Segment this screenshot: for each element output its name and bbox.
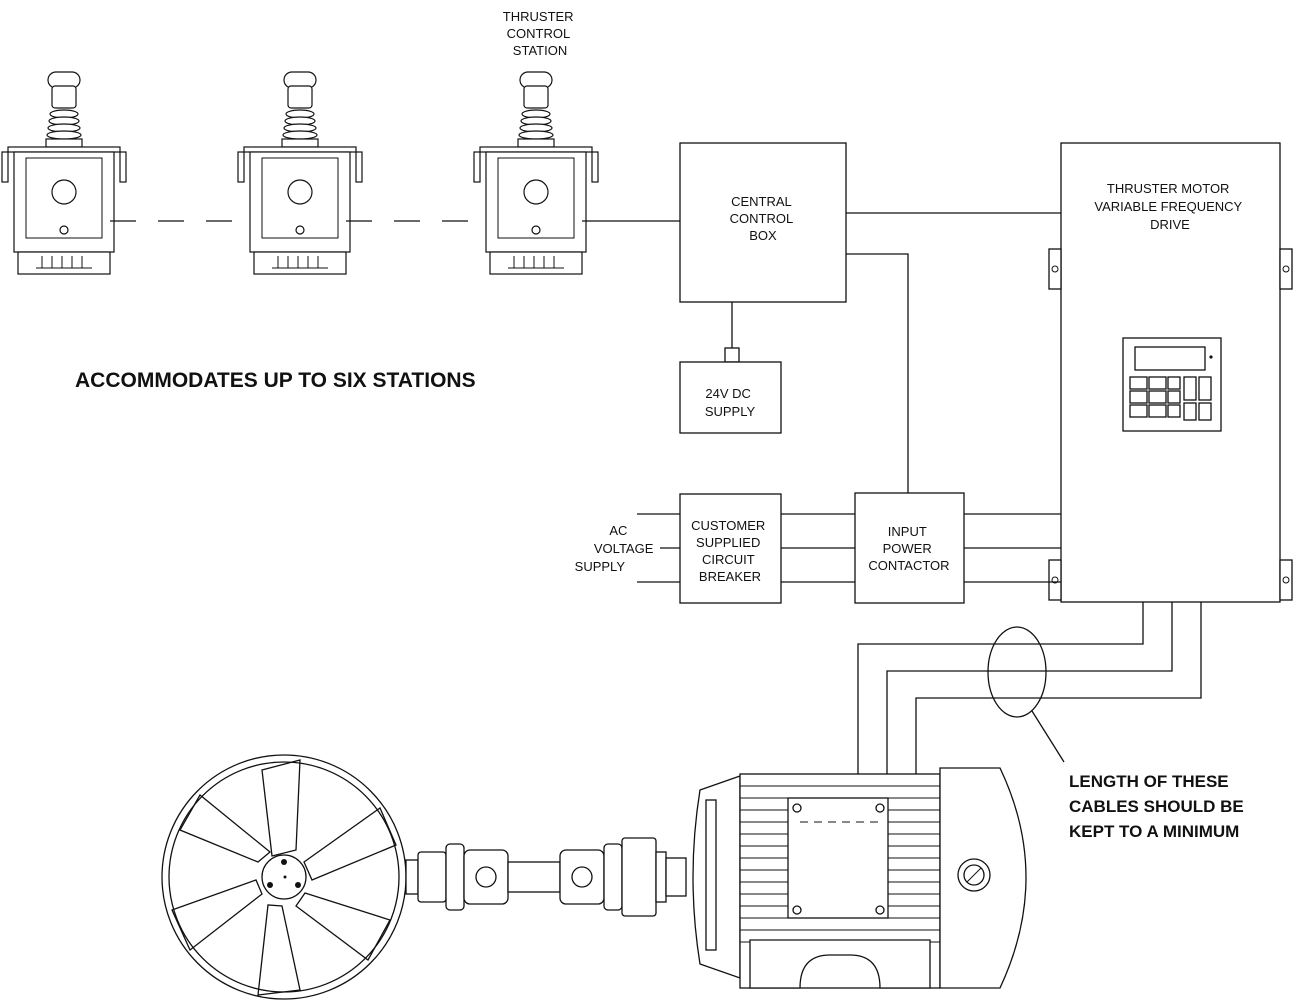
ac-supply-label: AC VOLTAGE SUPPLY (575, 523, 657, 574)
motor-cable-1 (857, 602, 1144, 775)
breaker-label: CUSTOMER SUPPLIED CIRCUIT BREAKER (691, 518, 769, 584)
mount-tab (1048, 559, 1062, 601)
joystick-station-ghost-2 (237, 71, 363, 275)
mount-tab (1279, 559, 1293, 601)
joystick-station-icon (473, 71, 599, 275)
vfd-label: THRUSTER MOTOR VARIABLE FREQUENCY DRIVE (1094, 181, 1245, 232)
contactor-label: INPUT POWER CONTACTOR (868, 524, 949, 573)
central-box-label: CENTRAL CONTROL BOX (730, 194, 797, 243)
electric-motor-icon (692, 767, 1027, 989)
drive-shaft-icon (417, 837, 687, 917)
dc-supply-label: 24V DC SUPPLY (705, 386, 756, 419)
accommodates-label: ACCOMMODATES UP TO SIX STATIONS (75, 369, 476, 392)
motor-cable-3 (915, 602, 1202, 775)
keypad-icon (1122, 337, 1222, 432)
cable-note-label: LENGTH OF THESE CABLES SHOULD BE KEPT TO… (1069, 772, 1248, 841)
dc-supply-terminal (724, 347, 740, 363)
mount-tab (1048, 248, 1062, 290)
circuit-breaker-box (679, 493, 782, 604)
dc-supply-box (679, 361, 782, 434)
motor-cable-2 (886, 602, 1173, 775)
thruster-station-label: THRUSTER CONTROL STATION (503, 9, 577, 58)
input-power-contactor-box (854, 492, 965, 604)
central-control-box (679, 142, 847, 303)
propeller-icon (161, 754, 419, 1000)
cable-highlight-ellipse (987, 626, 1047, 718)
mount-tab (1279, 248, 1293, 290)
cable-note-leader (1031, 710, 1065, 763)
wire-central-contactor (846, 253, 909, 493)
joystick-station-ghost-1 (1, 71, 127, 275)
